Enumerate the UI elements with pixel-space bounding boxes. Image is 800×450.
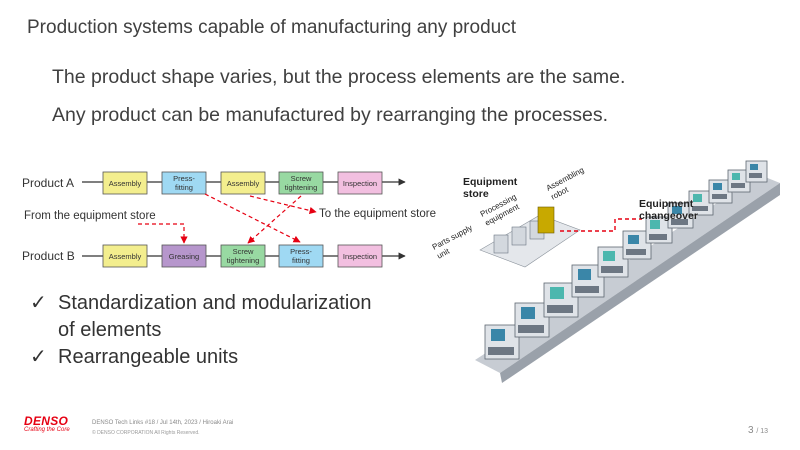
check-icon: ✓ — [30, 346, 47, 368]
module — [514, 302, 550, 338]
press-fitting-move-arrow — [204, 193, 301, 243]
box-bg — [161, 244, 207, 268]
module — [597, 246, 629, 278]
row-a-processes: Assembly Press- fitting Assembly Screw t… — [102, 171, 383, 195]
box-text: Assembly — [109, 252, 142, 261]
process-box-a2: Press- fitting — [161, 171, 207, 195]
box-bg — [278, 171, 324, 195]
label-line: Parts supply — [431, 223, 474, 252]
from-store-arrow — [138, 223, 188, 244]
assembling-robot-label: Assembling robot — [545, 165, 586, 201]
box-text: Screw — [233, 247, 254, 256]
from-equipment-store-label: From the equipment store — [24, 210, 156, 222]
box-bg — [102, 171, 148, 195]
module — [745, 160, 768, 183]
module — [727, 169, 751, 193]
to-equipment-store-label: To the equipment store — [319, 208, 436, 220]
rearrangement-arrows — [138, 193, 317, 244]
bullet-text: of elements — [58, 319, 162, 341]
process-box-a3: Assembly — [220, 171, 266, 195]
module — [645, 216, 673, 244]
box-bg — [220, 171, 266, 195]
product-b-label: Product B — [22, 249, 75, 263]
module — [622, 230, 652, 260]
module — [484, 324, 520, 360]
box-bg — [278, 244, 324, 268]
box-text: Press- — [173, 174, 195, 183]
process-box-b5: Inspection — [337, 244, 383, 268]
box-text: tightening — [227, 256, 260, 265]
box-text: Press- — [290, 247, 312, 256]
to-store-arrow — [249, 195, 317, 214]
production-line-illustration: Equipment store Equipment changeover Par… — [431, 160, 780, 383]
box-bg — [337, 244, 383, 268]
row-b-processes: Assembly Greasing Screw tightening Press… — [102, 244, 383, 268]
box-text: Inspection — [343, 252, 377, 261]
equipment-changeover-label: Equipment — [639, 198, 694, 210]
bullet-item: ✓ Standardization and modularization of … — [30, 290, 372, 344]
bullet-text: Standardization and modularization — [58, 292, 372, 314]
lead-line-1: The product shape varies, but the proces… — [52, 66, 626, 88]
box-bg — [220, 244, 266, 268]
slide-title: Production systems capable of manufactur… — [27, 17, 516, 38]
process-box-a1: Assembly — [102, 171, 148, 195]
page-current: 3 — [747, 425, 754, 436]
process-box-b1: Assembly — [102, 244, 148, 268]
process-rearrangement-diagram: Product A Product B From the equipment s… — [22, 171, 436, 268]
screw-tightening-move-arrow — [247, 195, 302, 244]
parts-supply-unit-label: Parts supply unit — [431, 223, 474, 260]
process-box-b3: Screw tightening — [220, 244, 266, 268]
process-box-a4: Screw tightening — [278, 171, 324, 195]
line-modules — [484, 160, 768, 360]
process-box-a5: Inspection — [337, 171, 383, 195]
page-total: / 13 — [756, 428, 768, 435]
box-bg — [337, 171, 383, 195]
page-number: 3 / 13 — [748, 425, 768, 436]
box-text: fitting — [175, 183, 193, 192]
line-base-side — [500, 183, 780, 383]
box-text: Inspection — [343, 179, 377, 188]
footer-copyright: © DENSO CORPORATION All Rights Reserved. — [92, 430, 200, 436]
box-text: tightening — [285, 183, 318, 192]
lead-line-2: Any product can be manufactured by rearr… — [52, 104, 609, 126]
equipment-store-label: Equipment — [463, 176, 518, 188]
module — [571, 264, 605, 298]
footer-meta: DENSO Tech Links #18 / Jul 14th, 2023 / … — [92, 420, 234, 426]
bullet-text: Rearrangeable units — [58, 346, 239, 368]
process-box-b2: Greasing — [161, 244, 207, 268]
box-bg — [102, 244, 148, 268]
changeover-arrow — [560, 218, 642, 232]
equipment-changeover-label: changeover — [639, 210, 698, 222]
box-text: Greasing — [169, 252, 199, 261]
box-text: Assembly — [109, 179, 142, 188]
equipment-store-label: store — [463, 188, 489, 200]
process-box-b4: Press- fitting — [278, 244, 324, 268]
box-text: Screw — [291, 174, 312, 183]
product-a-label: Product A — [22, 176, 74, 190]
denso-logo: DENSO — [24, 414, 69, 428]
equipment-store-cluster — [479, 206, 581, 268]
box-text: Assembly — [227, 179, 260, 188]
module — [667, 202, 694, 229]
logo-tagline: Crafting the Core — [24, 427, 70, 433]
bullet-list: ✓ Standardization and modularization of … — [30, 290, 372, 371]
check-icon: ✓ — [30, 292, 47, 314]
bullet-item: ✓ Rearrangeable units — [30, 344, 372, 371]
box-bg — [161, 171, 207, 195]
assembling-robot-icon — [537, 206, 555, 234]
box-text: fitting — [292, 256, 310, 265]
